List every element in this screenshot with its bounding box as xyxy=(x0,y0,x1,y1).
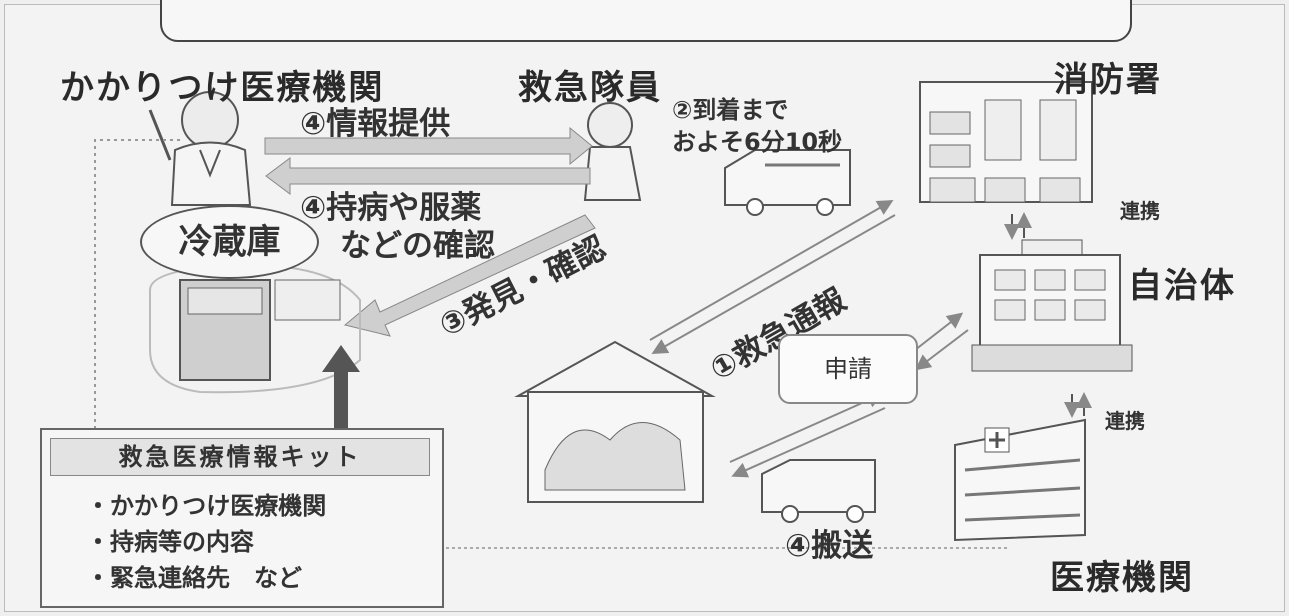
transport-label: ④搬送 xyxy=(785,528,874,564)
info-provide-label: ④情報提供 xyxy=(300,106,451,142)
hospital-building-icon xyxy=(954,418,1086,542)
kit-item-contact: ・緊急連絡先 など xyxy=(86,564,302,592)
kit-title: 救急医療情報キット xyxy=(50,438,430,476)
fridge-label: 冷蔵庫 xyxy=(178,222,281,262)
paramedic-icon xyxy=(583,102,642,201)
fire-station-icon xyxy=(919,81,1093,203)
link-arrows-station-municipality xyxy=(1004,212,1032,240)
kit-item-clinic: ・かかりつけ医療機関 xyxy=(86,492,327,520)
link-label-upper: 連携 xyxy=(1120,199,1160,223)
apply-box: 申請 xyxy=(778,334,918,404)
fridge-callout: 冷蔵庫 xyxy=(140,205,319,279)
municipality-building-icon xyxy=(971,239,1133,372)
ambulance-transport-icon xyxy=(761,459,876,523)
emergency-info-kit-box: 救急医療情報キット ・かかりつけ医療機関 ・持病等の内容 ・緊急連絡先 など xyxy=(40,428,444,608)
fire-station-label: 消防署 xyxy=(1054,60,1162,100)
house-icon xyxy=(514,340,716,503)
municipality-label: 自治体 xyxy=(1128,266,1236,306)
top-title-box xyxy=(160,0,1132,42)
link-arrows-municipality-hospital xyxy=(1064,392,1092,418)
ambulance-icon xyxy=(724,149,851,216)
kit-item-conditions: ・持病等の内容 xyxy=(86,528,254,556)
link-label-lower: 連携 xyxy=(1105,409,1145,433)
arrival-label-line1: ②到着まで xyxy=(672,96,789,124)
clinic-label: かかりつけ医療機関 xyxy=(60,68,385,108)
apply-label: 申請 xyxy=(824,355,872,383)
doctor-icon xyxy=(148,91,252,206)
confirm-label-line1: ④持病や服薬 xyxy=(300,190,482,226)
hospital-label: 医療機関 xyxy=(1050,558,1194,598)
confirm-label-line2: などの確認 xyxy=(340,228,495,264)
refrigerator-icon xyxy=(149,263,361,394)
paramedic-label: 救急隊員 xyxy=(518,68,662,108)
arrival-label-line2: およそ6分10秒 xyxy=(672,128,843,156)
